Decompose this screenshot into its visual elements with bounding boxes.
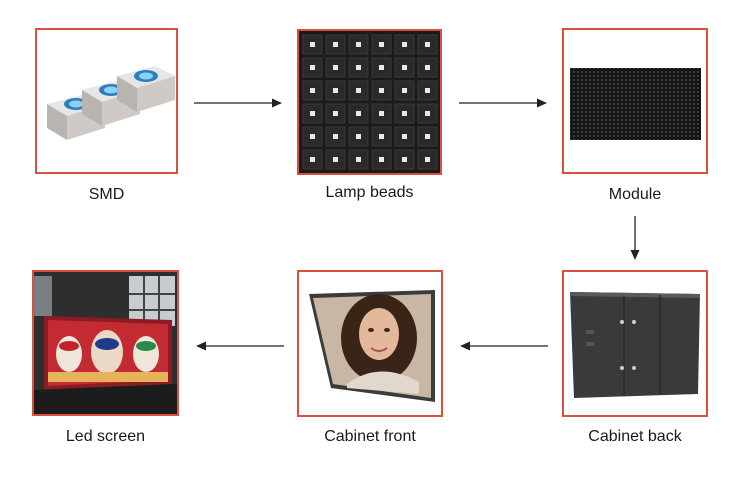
lamp-bead-led [402, 65, 407, 70]
smd-chips-image [37, 30, 176, 172]
lamp-bead-led [356, 134, 361, 139]
arrow-cabinet-front-to-led-screen [194, 339, 284, 353]
lamp-bead-led [310, 65, 315, 70]
lamp-bead-led [333, 157, 338, 162]
led-screen-photo [34, 272, 177, 414]
lamp-bead-led [310, 134, 315, 139]
cabinet-front-portrait-image [299, 272, 441, 415]
arrow-smd-to-lamp-beads [194, 96, 284, 110]
lamp-bead-led [356, 65, 361, 70]
lamp-bead-led [425, 65, 430, 70]
lamp-bead-led [356, 88, 361, 93]
lamp-bead-led [402, 42, 407, 47]
lamp-bead-led [356, 157, 361, 162]
led-screen-image-frame [32, 270, 179, 416]
lamp-bead-led [402, 157, 407, 162]
lamp-bead-led [310, 88, 315, 93]
lamp-bead-led [356, 42, 361, 47]
module-image-frame [562, 28, 708, 174]
lamp-bead-led [425, 111, 430, 116]
lamp-bead-led [402, 134, 407, 139]
lamp-bead-led [402, 88, 407, 93]
lamp-bead-led [402, 111, 407, 116]
step-label-lamp-beads: Lamp beads [297, 184, 442, 202]
lamp-bead-led [379, 42, 384, 47]
arrow-cabinet-back-to-cabinet-front [458, 339, 548, 353]
lamp-bead-led [379, 134, 384, 139]
lamp-bead-led [379, 157, 384, 162]
lamp-bead-led [333, 42, 338, 47]
step-label-module: Module [562, 186, 708, 204]
step-label-led-screen: Led screen [32, 428, 179, 446]
step-label-cabinet-front: Cabinet front [297, 428, 443, 446]
cabinet-back-image [564, 272, 706, 415]
lamp-bead-led [379, 65, 384, 70]
lamp-beads-image-frame [297, 29, 442, 175]
lamp-bead-led [356, 111, 361, 116]
lamp-bead-led [379, 88, 384, 93]
step-label-cabinet-back: Cabinet back [562, 428, 708, 446]
lamp-bead-led [333, 134, 338, 139]
lamp-beads-grid-image [299, 31, 440, 173]
cabinet-front-image-frame [297, 270, 443, 417]
arrow-lamp-beads-to-module [459, 96, 549, 110]
lamp-bead-led [379, 111, 384, 116]
lamp-bead-led [425, 157, 430, 162]
lamp-bead-led [425, 88, 430, 93]
module-panel-image [564, 30, 706, 172]
lamp-bead-led [310, 157, 315, 162]
lamp-bead-led [310, 111, 315, 116]
arrow-module-to-cabinet-back [628, 216, 642, 262]
cabinet-back-image-frame [562, 270, 708, 417]
lamp-bead-led [333, 111, 338, 116]
lamp-bead-led [333, 65, 338, 70]
lamp-bead-led [333, 88, 338, 93]
lamp-bead-led [310, 42, 315, 47]
smd-image-frame [35, 28, 178, 174]
lamp-bead-led [425, 134, 430, 139]
lamp-bead-led [425, 42, 430, 47]
step-label-smd: SMD [35, 186, 178, 204]
